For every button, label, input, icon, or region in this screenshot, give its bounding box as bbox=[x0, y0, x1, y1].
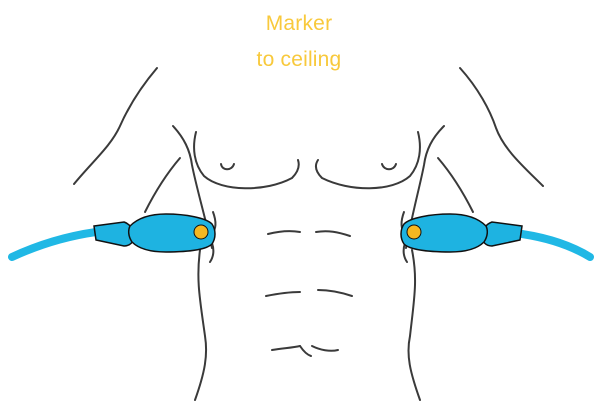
left-waist-outline bbox=[195, 250, 206, 400]
abs-lower-left bbox=[272, 346, 300, 350]
left-sensor-cable bbox=[12, 232, 96, 257]
left-arm-outline bbox=[74, 68, 157, 184]
left-sensor-marker bbox=[194, 225, 208, 239]
right-waist-outline bbox=[408, 250, 420, 400]
right-pec-outline bbox=[316, 132, 420, 188]
right-sensor-marker bbox=[407, 225, 421, 239]
left-nipple bbox=[221, 164, 234, 169]
right-nipple bbox=[382, 164, 396, 169]
abs-lower-right bbox=[312, 346, 338, 351]
left-pec-outline bbox=[194, 132, 299, 188]
abs-upper-right bbox=[316, 231, 350, 236]
left-flank-outline bbox=[145, 158, 180, 212]
navel bbox=[300, 346, 311, 356]
right-sensor-assembly bbox=[401, 214, 590, 257]
right-sensor-cable bbox=[522, 234, 590, 257]
right-arm-outline bbox=[460, 68, 543, 186]
abs-middle-right bbox=[318, 290, 352, 296]
abs-middle-left bbox=[266, 292, 300, 296]
abs-upper-left bbox=[268, 231, 300, 234]
right-flank-outline bbox=[438, 158, 473, 212]
left-sensor-assembly bbox=[12, 214, 215, 257]
